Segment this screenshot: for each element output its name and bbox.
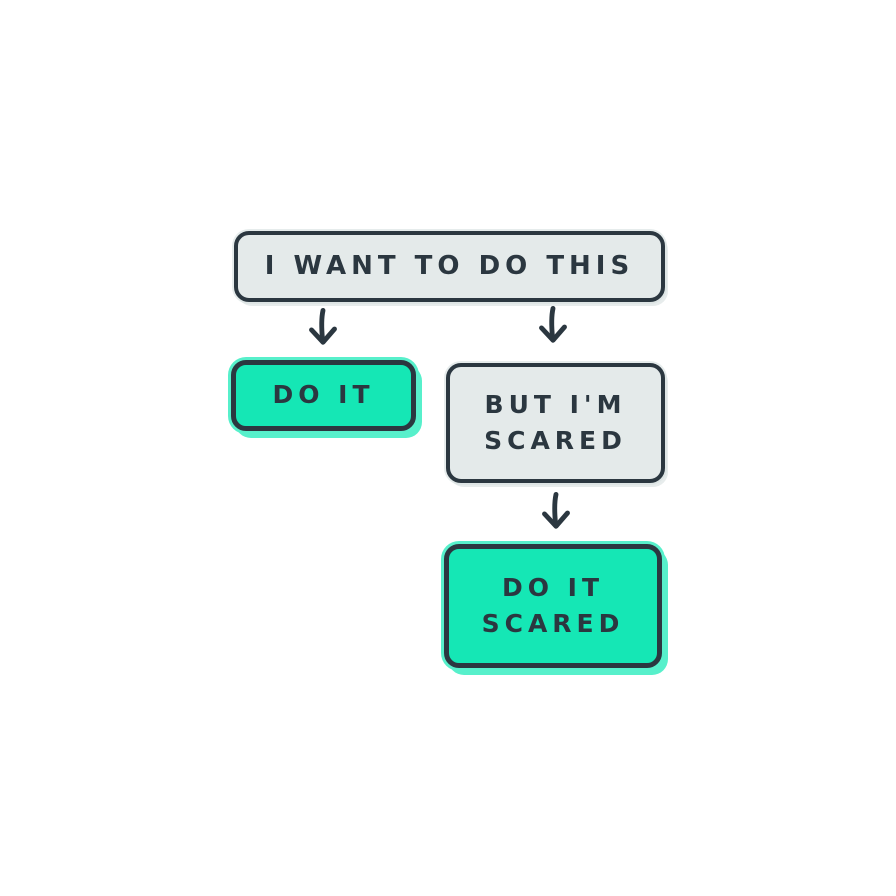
- node-label: DO IT SCARED: [481, 572, 625, 638]
- arrow-down-icon: [533, 490, 579, 536]
- node-label: I WANT TO DO THIS: [264, 250, 635, 281]
- arrow-down-icon: [300, 306, 346, 352]
- node-label: DO IT: [272, 380, 375, 410]
- flowchart-node-i-want-to-do-this: I WANT TO DO THIS: [234, 231, 665, 302]
- flowchart-node-but-im-scared: BUT I'M SCARED: [446, 363, 665, 483]
- arrow-down-icon: [530, 304, 576, 350]
- flowchart-node-do-it: DO IT: [231, 360, 416, 431]
- node-label: BUT I'M SCARED: [484, 389, 627, 455]
- flowchart-node-do-it-scared: DO IT SCARED: [444, 544, 662, 668]
